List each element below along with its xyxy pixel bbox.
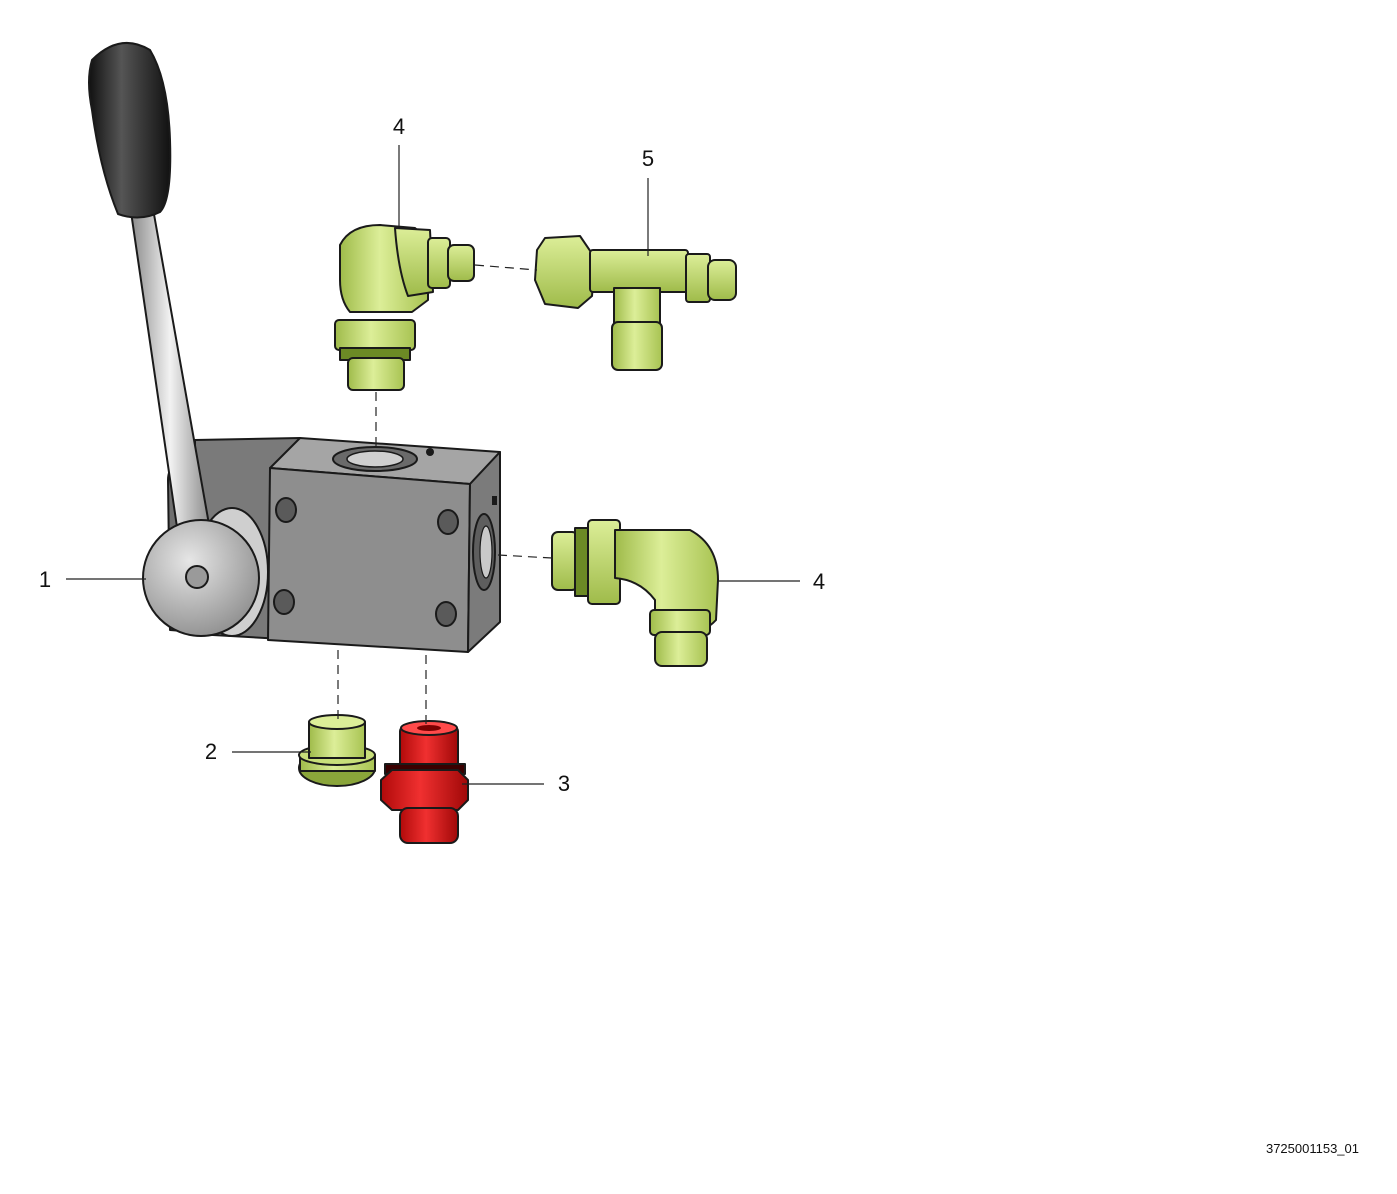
callout-3: 3 [558,771,570,796]
assembly-lines [337,264,553,726]
figure-id-label: 3725001153_01 [1265,1141,1359,1156]
elbow-fitting-top [334,224,475,391]
callout-2: 2 [205,739,217,764]
callout-4-right: 4 [813,569,825,594]
callout-5: 5 [642,146,654,171]
mounting-hole [435,601,457,627]
red-adapter-fitting [380,720,469,844]
lever-rod [129,202,211,535]
plug-fitting [298,714,376,787]
lever-handle-knob [88,42,172,219]
elbow-fitting-side [551,519,719,667]
tee-fitting [534,235,737,371]
mounting-hole [273,589,295,615]
valve-assembly [88,42,501,653]
lever-disc-bolt [185,565,209,589]
callout-1: 1 [39,567,51,592]
callout-4-top: 4 [393,114,405,139]
leader-lines [66,145,800,785]
mounting-hole [275,497,297,523]
mounting-hole [437,509,459,535]
